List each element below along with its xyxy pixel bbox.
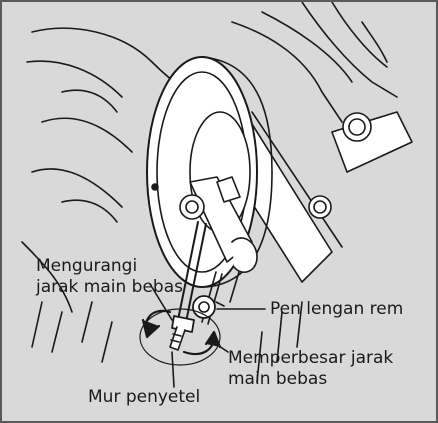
increase-free-play-label: Memperbesar jarak main bebas <box>228 348 393 390</box>
adjusting-nut <box>170 316 194 350</box>
brake-arm-pin-text: Pen lengan rem <box>270 299 403 320</box>
adjusting-nut-text: Mur penyetel <box>88 387 200 408</box>
increase-free-play-line-1: Memperbesar jarak <box>228 348 393 369</box>
increase-free-play-line-2: main bebas <box>228 369 393 390</box>
reduce-free-play-line-1: Mengurangi <box>36 256 183 277</box>
reduce-free-play-line-2: jarak main bebas <box>36 277 183 298</box>
reduce-free-play-label: Mengurangi jarak main bebas <box>36 256 183 298</box>
brake-arm-pin <box>193 296 224 318</box>
brake-arm-pin-label: Pen lengan rem <box>270 299 403 320</box>
adjusting-nut-label: Mur penyetel <box>88 387 200 408</box>
